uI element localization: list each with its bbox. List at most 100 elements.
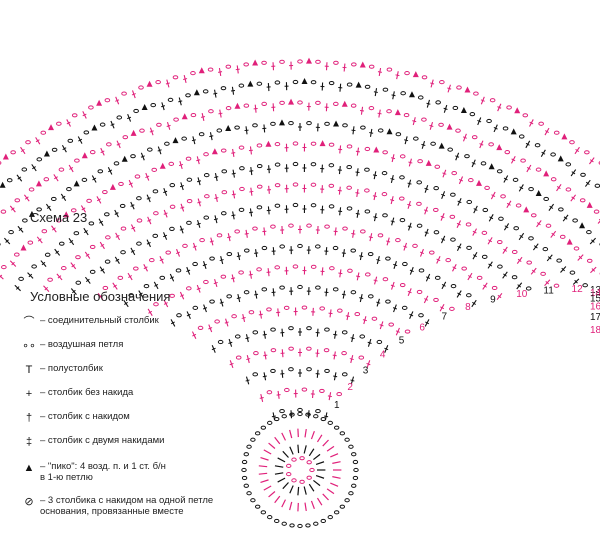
chain-stitch-mark <box>220 274 227 279</box>
picot-mark <box>172 137 179 144</box>
chain-stitch-mark <box>299 456 305 461</box>
stitch-crossbar <box>163 190 168 194</box>
picot-mark <box>319 140 326 147</box>
chain-stitch-mark <box>256 205 263 210</box>
chain-stitch-mark <box>75 280 82 285</box>
chain-stitch-mark <box>310 182 317 187</box>
chain-stitch-mark <box>89 244 96 250</box>
stitch-crossbar <box>17 176 22 180</box>
chain-stitch-mark <box>469 112 476 117</box>
chain-stitch-mark <box>173 117 179 122</box>
chain-stitch-mark <box>256 163 263 169</box>
stitch-mark <box>282 450 289 458</box>
chain-stitch-mark <box>594 183 600 188</box>
chain-stitch-mark <box>306 120 312 126</box>
chain-stitch-mark <box>480 161 487 166</box>
stitch-crossbar <box>0 274 3 278</box>
stitch-mark <box>268 442 276 449</box>
stitch-crossbar <box>424 187 429 191</box>
chain-stitch-mark <box>385 299 391 304</box>
picot-mark <box>394 109 401 116</box>
chain-stitch-mark <box>432 207 439 213</box>
picot-mark <box>425 159 432 166</box>
chain-stitch-mark <box>169 204 176 209</box>
chain-stitch-mark <box>417 159 423 164</box>
chain-stitch-mark <box>449 306 455 311</box>
row-number-label: 16 <box>590 302 600 313</box>
chain-stitch-mark <box>292 182 299 187</box>
chain-stitch-mark <box>226 251 233 257</box>
chain-stitch-mark <box>336 391 343 397</box>
stitch-crossbar <box>231 214 236 217</box>
stitch-crossbar <box>148 310 153 314</box>
stitch-crossbar <box>214 197 219 199</box>
stitch-crossbar <box>192 245 197 248</box>
stitch-mark <box>297 444 300 454</box>
chain-stitch-mark <box>128 293 134 298</box>
chain-stitch-mark <box>27 240 34 245</box>
chain-stitch-mark <box>41 229 48 234</box>
chain-stitch-mark <box>22 218 28 223</box>
chain-stitch-mark <box>120 250 126 255</box>
chain-stitch-mark <box>353 467 359 473</box>
stitch-crossbar <box>28 273 33 278</box>
picot-mark <box>464 86 471 93</box>
chain-stitch-mark <box>553 130 560 135</box>
chain-stitch-mark <box>199 238 205 243</box>
chain-stitch-mark <box>558 207 564 212</box>
stitch-crossbar <box>108 169 113 173</box>
chain-stitch-mark <box>346 164 352 170</box>
chain-stitch-mark <box>243 62 249 67</box>
stitch-crossbar <box>497 106 502 109</box>
chain-stitch-mark <box>297 407 303 413</box>
chain-stitch-mark <box>323 348 330 353</box>
stitch-crossbar <box>497 294 502 299</box>
chain-stitch-mark <box>122 135 129 140</box>
stitch-crossbar <box>589 159 594 163</box>
chain-stitch-mark <box>473 91 479 96</box>
stitch-crossbar <box>163 302 168 305</box>
double-crochet-icon: † <box>25 411 33 424</box>
chain-stitch-mark <box>464 154 470 159</box>
stitch-mark <box>597 220 600 224</box>
chain-stitch-mark <box>430 141 436 146</box>
stitch-mark <box>289 446 294 455</box>
stitch-crossbar <box>192 333 197 337</box>
stitch-crossbar <box>440 306 445 310</box>
stitch-crossbar <box>362 319 367 322</box>
chain-stitch-mark <box>582 283 588 288</box>
chain-stitch-mark <box>14 252 20 257</box>
stitch-crossbar <box>472 254 477 258</box>
chain-stitch-mark <box>344 498 350 503</box>
chain-stitch-mark <box>512 177 519 182</box>
stitch-crossbar <box>355 150 360 153</box>
chain-stitch-mark <box>185 93 191 98</box>
chain-stitch-mark <box>350 103 357 108</box>
chain-stitch-mark <box>136 241 142 246</box>
chain-stitch-mark <box>138 85 144 90</box>
stitch-crossbar <box>85 278 90 282</box>
chain-stitch-mark <box>241 467 247 473</box>
legend-text: – 3 столбика с накидом на одной петле ос… <box>40 495 214 517</box>
stitch-crossbar <box>254 252 259 254</box>
stitch-crossbar <box>407 203 412 206</box>
chain-stitch-mark <box>250 498 256 503</box>
chain-stitch-mark <box>89 269 96 274</box>
stitch-crossbar <box>130 204 135 207</box>
chain-stitch-mark <box>270 348 277 353</box>
chain-stitch-mark <box>143 283 150 289</box>
chain-stitch-mark <box>238 83 245 88</box>
stitch-crossbar <box>219 259 224 262</box>
stitch-crossbar <box>72 289 76 294</box>
chain-stitch-mark <box>471 135 478 140</box>
chain-stitch-mark <box>313 521 319 526</box>
chain-stitch-mark <box>260 510 267 515</box>
row-number-label: 10 <box>516 289 528 300</box>
stitch-crossbar <box>186 269 191 273</box>
chain-stitch-mark <box>117 275 124 280</box>
chain-stitch-mark <box>346 144 353 149</box>
stitch-crossbar <box>15 286 20 290</box>
chain-stitch-mark <box>133 108 139 114</box>
stitch-crossbar <box>231 172 236 175</box>
